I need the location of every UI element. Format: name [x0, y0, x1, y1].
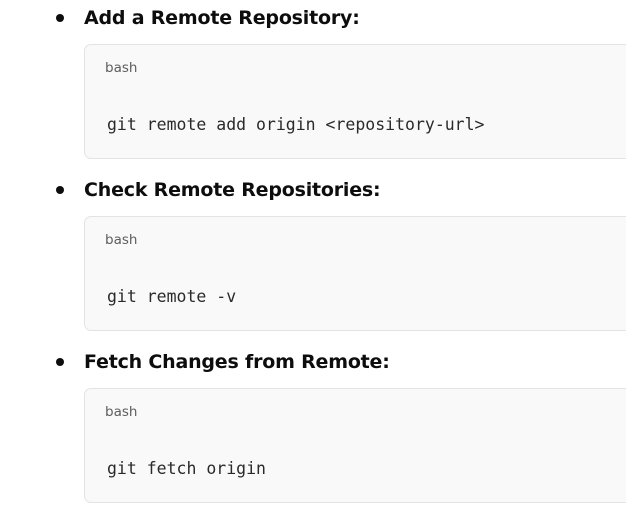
bullet-icon: [56, 358, 64, 366]
code-block[interactable]: bash git remote -v: [84, 216, 626, 331]
bullet-icon: [56, 14, 64, 22]
code-block[interactable]: bash git remote add origin <repository-u…: [84, 44, 626, 159]
step-heading: Check Remote Repositories:: [84, 179, 381, 201]
list-item: Check Remote Repositories: bash git remo…: [0, 172, 626, 344]
code-text[interactable]: git remote -v: [107, 287, 237, 306]
list-item: Add a Remote Repository: bash git remote…: [0, 0, 626, 172]
list-item: Fetch Changes from Remote: bash git fetc…: [0, 344, 626, 510]
bullet-icon: [56, 186, 64, 194]
code-text[interactable]: git remote add origin <repository-url>: [107, 115, 485, 134]
code-language-label: bash: [105, 232, 138, 248]
step-heading: Add a Remote Repository:: [84, 7, 360, 29]
code-language-label: bash: [105, 404, 138, 420]
code-text[interactable]: git fetch origin: [107, 459, 266, 478]
code-language-label: bash: [105, 60, 138, 76]
code-block[interactable]: bash git fetch origin: [84, 388, 626, 503]
step-heading: Fetch Changes from Remote:: [84, 351, 390, 373]
